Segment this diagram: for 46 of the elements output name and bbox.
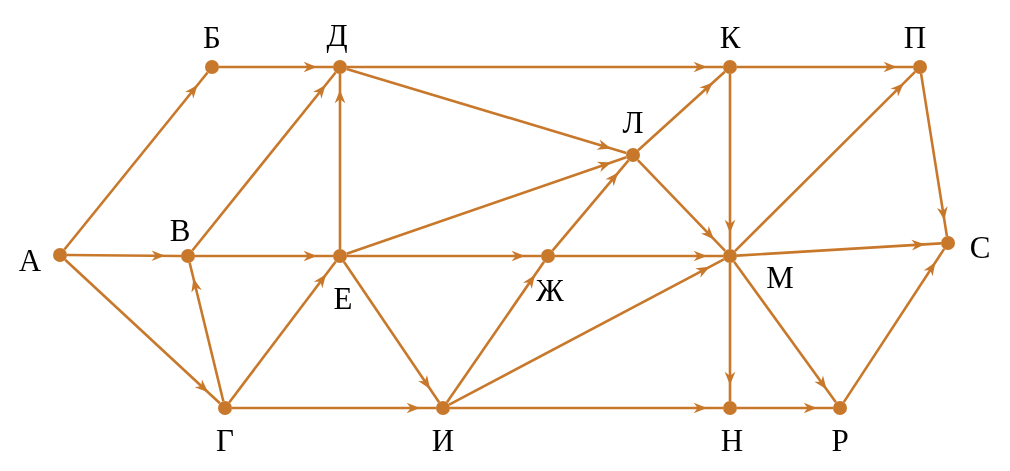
vertex-label: Ж (536, 274, 564, 306)
arrow (232, 402, 436, 414)
arrow (919, 73, 949, 237)
arrow (63, 71, 209, 251)
vertex-label: П (903, 21, 927, 53)
arrow (346, 156, 627, 255)
arrow (347, 250, 541, 262)
arrow (737, 61, 913, 73)
arrow (724, 263, 736, 401)
arrow (67, 250, 181, 262)
arrow (191, 71, 337, 252)
arrow (637, 70, 726, 152)
vertex-label: М (766, 261, 794, 293)
arrow (188, 262, 225, 402)
arrow (733, 260, 837, 404)
arrow (842, 248, 946, 403)
vertex-label: С (969, 231, 991, 263)
arrow (228, 260, 337, 404)
vertex-label: И (431, 424, 455, 456)
arrow (736, 239, 942, 257)
arrow (195, 250, 333, 262)
arrow (346, 67, 627, 155)
arrow (64, 258, 221, 405)
vertex-label: Б (203, 21, 221, 53)
vertex-label: Р (831, 424, 849, 456)
arrow (737, 402, 833, 414)
arrow (450, 402, 723, 414)
vertex-label: А (18, 244, 42, 276)
arrow (334, 74, 346, 249)
arrow (347, 61, 723, 73)
vertex-label: Л (622, 106, 644, 138)
arrow (342, 261, 441, 403)
vertex-label: Е (333, 282, 353, 314)
arrow (734, 71, 916, 252)
vertex-label: Д (326, 19, 348, 51)
arrow (636, 159, 727, 252)
arrow (555, 250, 723, 262)
vertex-label: В (169, 214, 191, 246)
arrow (448, 258, 725, 406)
vertex-label: Г (216, 424, 234, 456)
arrow (219, 61, 333, 73)
arrow (445, 261, 546, 403)
vertex-label: Н (720, 424, 744, 456)
vertex-label: К (719, 21, 741, 53)
arrow (724, 74, 736, 249)
arrow (551, 159, 630, 252)
